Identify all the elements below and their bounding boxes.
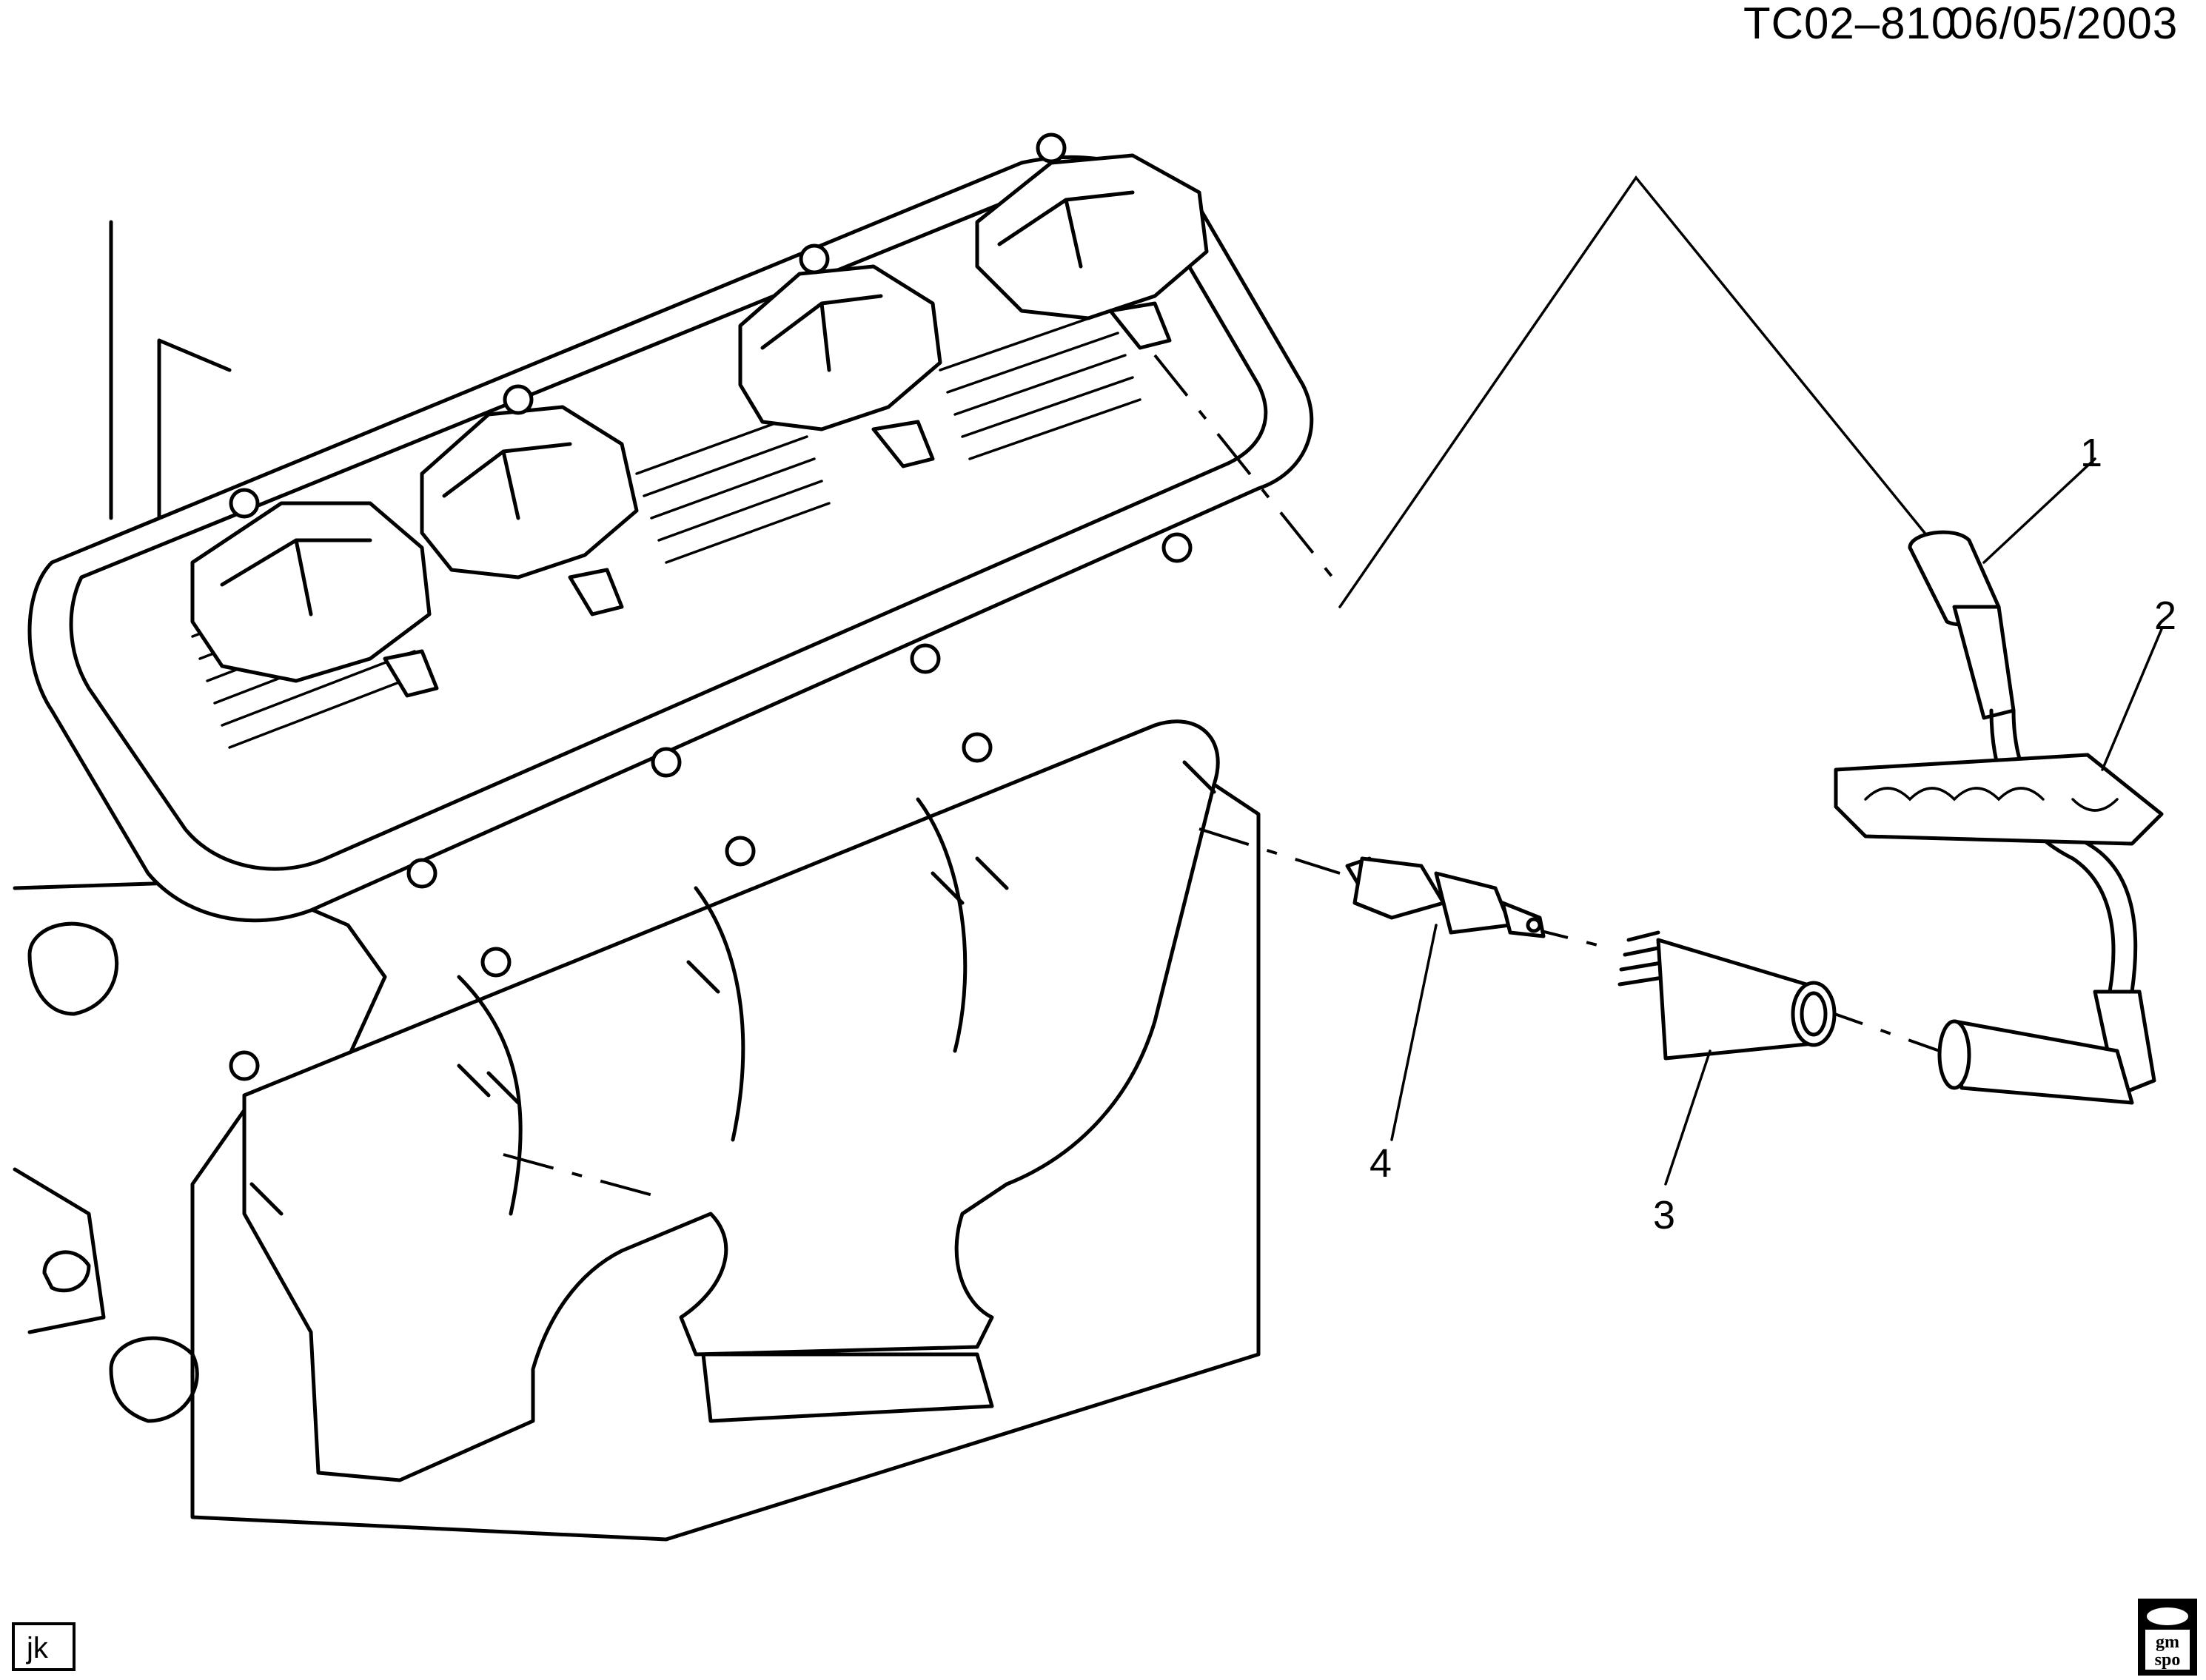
cover-ribs (191, 309, 1141, 749)
wire-retainer[interactable] (1834, 753, 2164, 846)
leader-1 (1982, 457, 2096, 564)
bolts (229, 132, 1193, 1081)
footer-initials-box: jk (12, 1622, 76, 1671)
exhaust-manifold (242, 719, 1220, 1482)
leader-2 (2101, 628, 2163, 771)
engine-illustration (13, 132, 1926, 1542)
callout-3: 3 (1653, 1193, 1675, 1237)
spark-plug[interactable] (1345, 856, 1546, 938)
callout-leaders (1390, 457, 2163, 1186)
ignition-coils (190, 153, 1209, 698)
drawing-header: TC02–810 06/05/2003 (1743, 0, 2178, 48)
svg-text:spo: spo (2155, 1650, 2181, 1670)
callout-2: 2 (2154, 594, 2176, 638)
callout-labels: 1 2 3 4 (1369, 431, 2176, 1237)
callout-4: 4 (1369, 1141, 1392, 1186)
manifold-studs (249, 760, 1216, 1216)
callout-1: 1 (2080, 431, 2102, 475)
gm-spo-logo: gm spo (2138, 1599, 2197, 1676)
spark-plug-heat-shield[interactable] (1617, 930, 1837, 1061)
drawing-date: 06/05/2003 (1948, 0, 2178, 48)
leader-3 (1664, 1049, 1712, 1186)
leader-4 (1390, 924, 1438, 1141)
footer-initials: jk (26, 1632, 49, 1664)
drawing-number: TC02–810 (1743, 0, 1957, 48)
svg-text:gm: gm (2156, 1633, 2179, 1652)
